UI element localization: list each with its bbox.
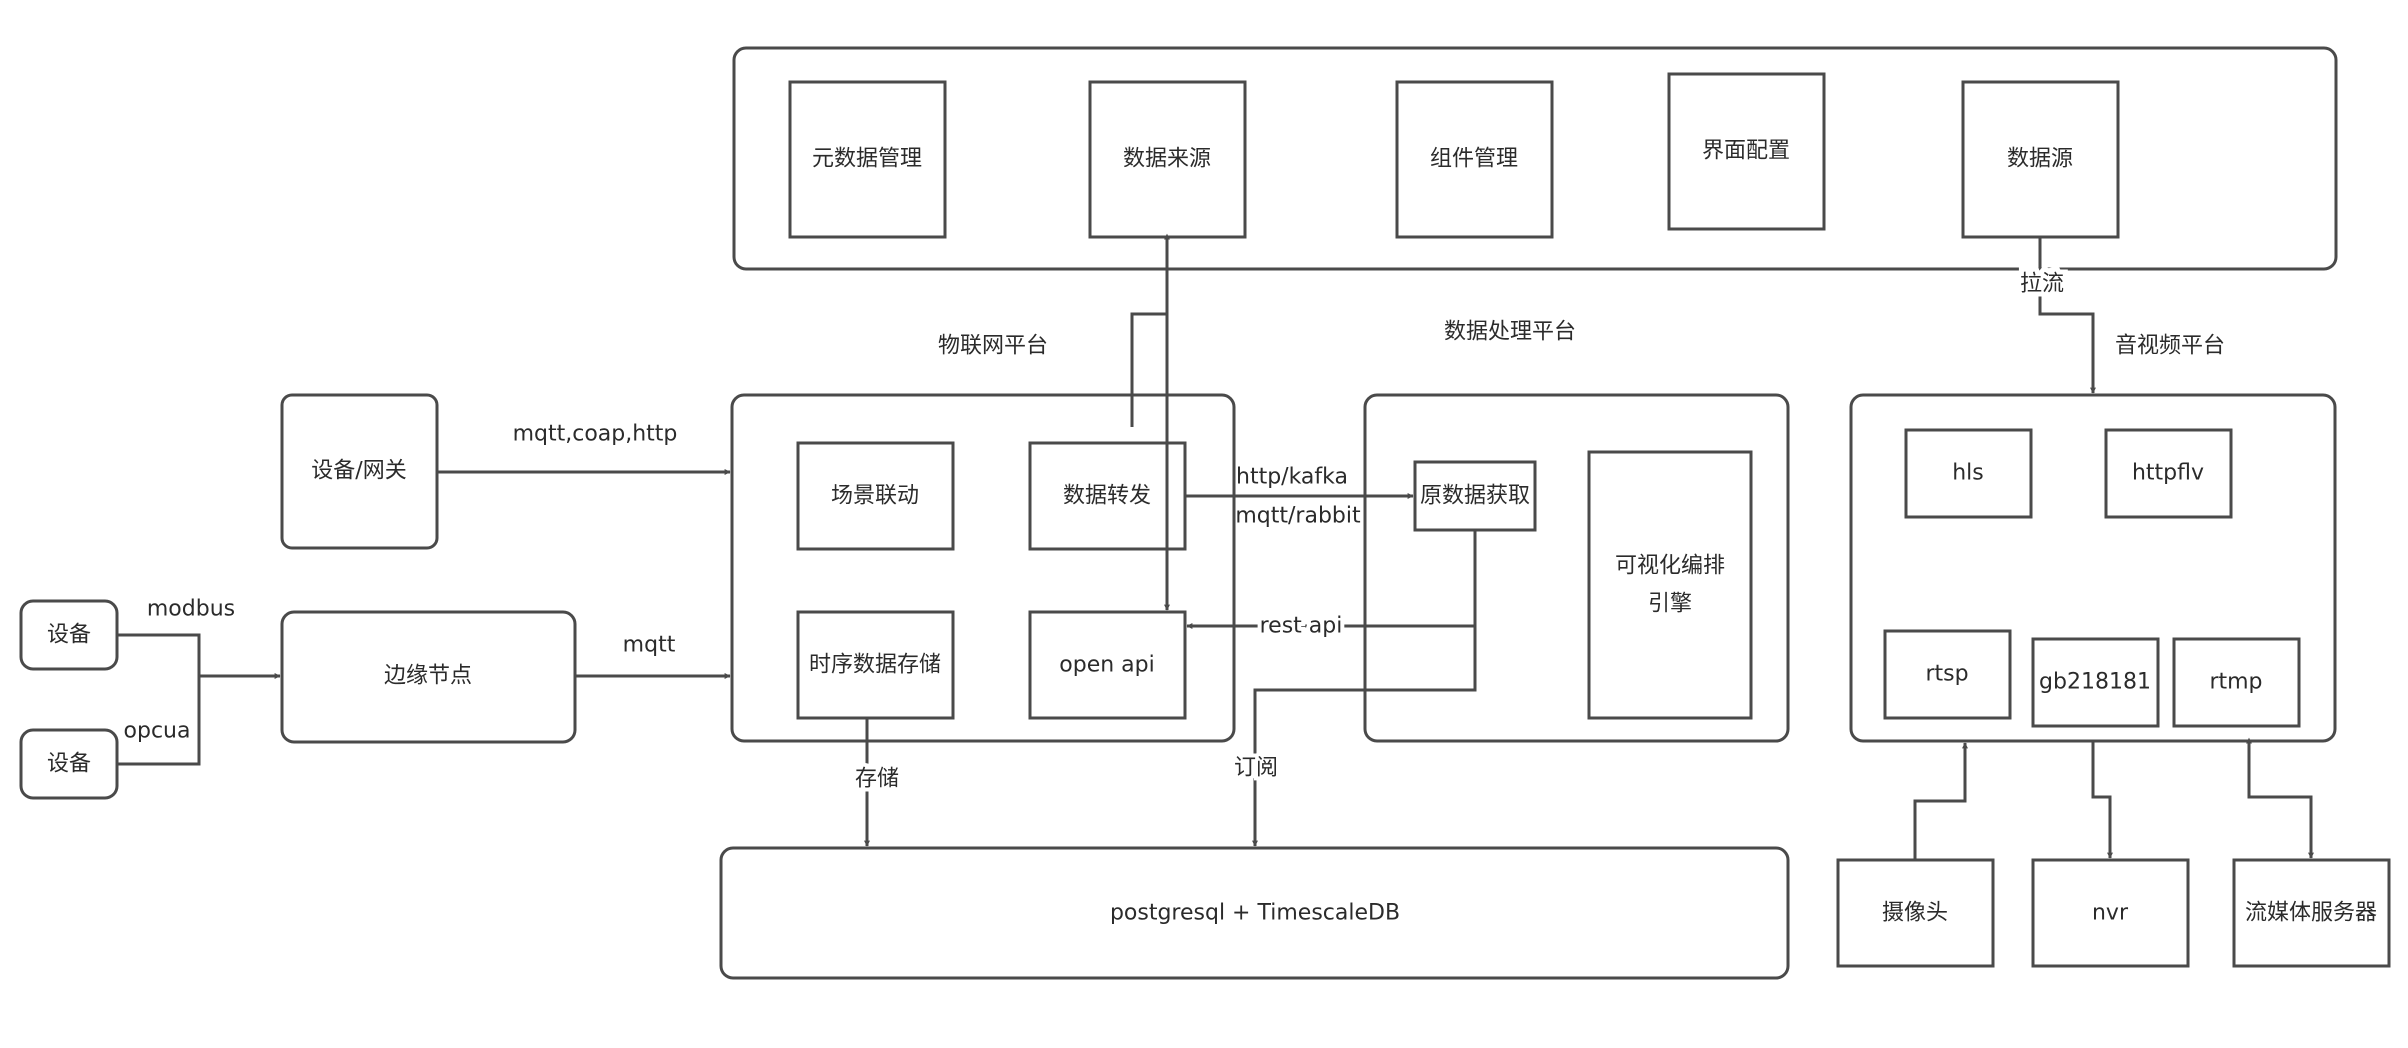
modbus-label: modbus [147,597,235,622]
raw-data-fetch-label: 原数据获取 [1420,484,1530,509]
component-management-label: 组件管理 [1430,147,1518,172]
ui-config-box [1667,72,1826,231]
data-platform-title: 数据处理平台 [1444,320,1576,345]
rtsp-box [1883,629,2012,720]
edge-node-label: 边缘节点 [384,664,472,689]
iot-platform-title: 物联网平台 [938,334,1048,359]
visual-engine-label-line1: 可视化编排 [1615,554,1725,579]
av-platform-title: 音视频平台 [2115,334,2225,359]
gateway-protocol-label: mqtt,coap,http [513,422,678,447]
opcua-label: opcua [124,719,191,744]
metadata-management-box [788,80,947,239]
subscribe-label: 订阅 [1234,756,1278,781]
nvr-label: nvr [2092,901,2129,926]
httpflv-box [2104,428,2233,519]
scene-linkage-box [796,441,955,551]
ui-config-label: 界面配置 [1702,139,1790,164]
device2-connector [117,676,201,766]
rest-api-label: rest api [1260,614,1343,639]
media-server-box [2232,858,2391,968]
data-forward-label: 数据转发 [1063,484,1151,509]
visual-engine-label-line2: 引擎 [1648,592,1692,617]
device-label-2: 设备 [47,752,91,777]
device1-connector [117,633,201,676]
open-api-box [1028,610,1187,720]
data-forward-box [1028,441,1187,551]
data-origin-label: 数据来源 [1123,147,1211,172]
ts-storage-box [796,610,955,720]
forward-to-origin-connector [1130,312,1167,427]
component-management-box [1395,80,1554,239]
visual-engine-box [1587,450,1753,720]
pull-stream-label: 拉流 [2020,272,2064,297]
nvr-box [2031,858,2190,968]
rtmp-label: rtmp [2209,670,2262,695]
hls-box [1904,428,2033,519]
mqtt-rabbit-label: mqtt/rabbit [1235,504,1361,529]
scene-linkage-label: 场景联动 [831,484,919,509]
gb-label: gb218181 [2039,670,2151,695]
rtmp-box [2172,637,2301,728]
av-media-server-double-arrow [2246,737,2314,859]
av-to-nvr-arrow [2091,741,2113,859]
camera-to-av-arrow [1913,742,1968,860]
edge-mqtt-label: mqtt [623,633,676,658]
data-origin-box [1088,80,1247,239]
media-server-label: 流媒体服务器 [2245,901,2377,926]
gb-box [2031,637,2160,728]
raw-to-db-arrow [1252,626,1477,847]
camera-box [1836,858,1995,968]
datasource-label: 数据源 [2007,147,2073,172]
ts-storage-label: 时序数据存储 [809,653,941,678]
database-label: postgresql + TimescaleDB [1110,901,1400,926]
database-container [719,846,1790,980]
device-label-1: 设备 [47,623,91,648]
open-api-label: open api [1059,653,1154,678]
gateway-label: 设备/网关 [311,459,406,484]
http-kafka-label: http/kafka [1236,465,1348,490]
store-label: 存储 [855,767,899,792]
camera-label: 摄像头 [1882,901,1948,926]
httpflv-label: httpflv [2132,461,2204,486]
datasource-to-av-arrow [2038,237,2096,394]
metadata-management-label: 元数据管理 [812,147,922,172]
rtsp-label: rtsp [1925,662,1968,687]
hls-label: hls [1952,461,1984,486]
